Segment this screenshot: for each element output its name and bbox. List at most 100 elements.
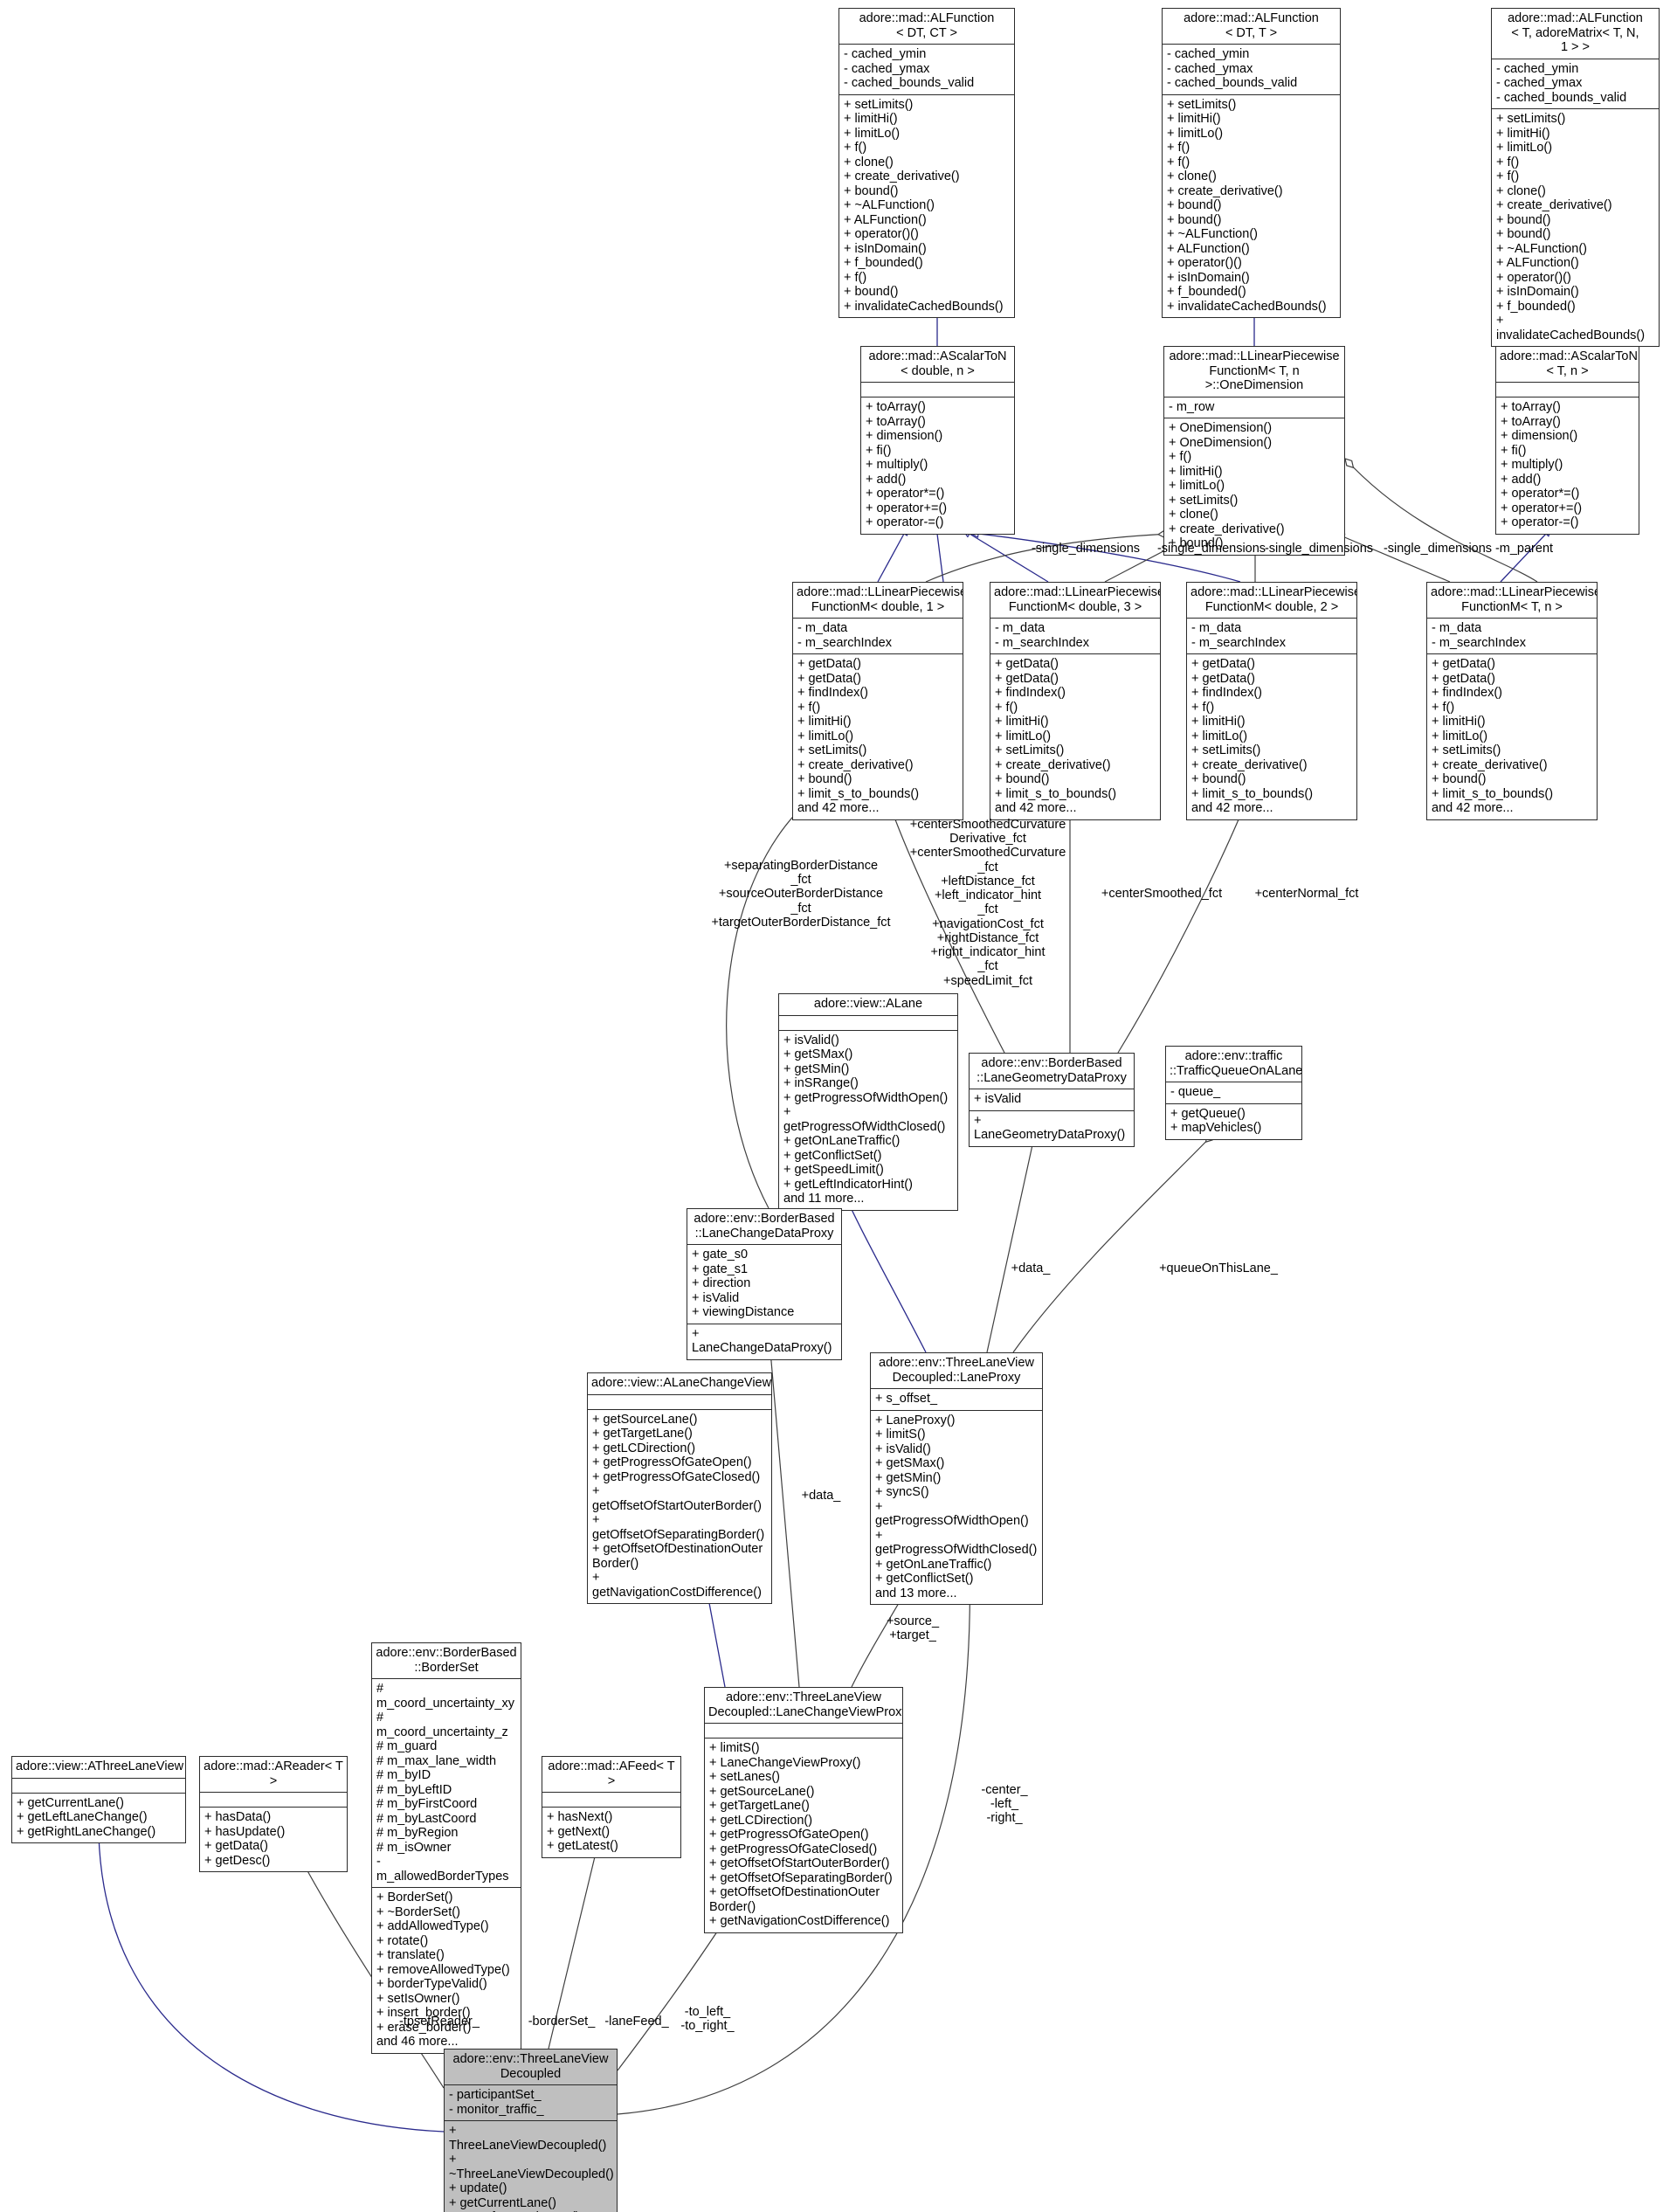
uml-operation: + limitLo() bbox=[1432, 729, 1488, 743]
uml-operation: + addAllowedType() bbox=[376, 1919, 489, 1934]
uml-operation: + getNavigationCostDifference() bbox=[709, 1914, 890, 1929]
uml-operation: + bound() bbox=[1496, 212, 1551, 227]
uml-class-onedimension[interactable]: adore::mad::LLinearPiecewise FunctionM< … bbox=[1163, 346, 1345, 556]
uml-operation: + getProgressOfWidthOpen() bbox=[875, 1499, 1029, 1529]
uml-operation: + findIndex() bbox=[995, 686, 1066, 701]
uml-operation: + ALFunction() bbox=[1496, 256, 1579, 271]
uml-operation: + limitHi() bbox=[1432, 715, 1486, 729]
uml-operation: + operator()() bbox=[844, 227, 919, 242]
uml-class-lanechangeviewproxy[interactable]: adore::env::ThreeLaneView Decoupled::Lan… bbox=[704, 1687, 903, 1933]
uml-operation: + getData() bbox=[995, 657, 1059, 672]
uml-operation: + hasNext() bbox=[547, 1810, 613, 1825]
uml-operation: + create_derivative() bbox=[1496, 198, 1612, 213]
uml-operation: + ~BorderSet() bbox=[376, 1904, 460, 1919]
uml-class-alfunction_dtct[interactable]: adore::mad::ALFunction < DT, CT >- cache… bbox=[838, 8, 1015, 319]
uml-operation: + ~ALFunction() bbox=[1496, 241, 1587, 256]
uml-operation: + setLimits() bbox=[1169, 493, 1239, 508]
uml-operation: + getConflictSet() bbox=[783, 1148, 882, 1163]
uml-operation: + operator+=() bbox=[1501, 501, 1583, 515]
uml-class-title: adore::mad::LLinearPiecewise FunctionM< … bbox=[1187, 583, 1356, 619]
uml-class-ascalarton_t[interactable]: adore::mad::AScalarToN < T, n >+ toArray… bbox=[1495, 346, 1639, 535]
uml-class-ascalarton_double[interactable]: adore::mad::AScalarToN < double, n >+ to… bbox=[860, 346, 1015, 535]
uml-attributes-compartment: # m_coord_uncertainty_xy# m_coord_uncert… bbox=[372, 1679, 521, 1889]
uml-attributes-compartment: - m_data- m_searchIndex bbox=[1427, 619, 1597, 655]
uml-operation: + findIndex() bbox=[1432, 686, 1503, 701]
edge-label-lbl_queueonthislane: +queueOnThisLane_ bbox=[1159, 1262, 1278, 1275]
edge-label-lbl_centersmoothed: +centerSmoothedCurvature Derivative_fct … bbox=[909, 818, 1066, 988]
uml-class-areader[interactable]: adore::mad::AReader< T >+ hasData()+ has… bbox=[199, 1756, 348, 1873]
uml-class-title: adore::env::traffic ::TrafficQueueOnALan… bbox=[1166, 1047, 1301, 1083]
uml-class-llpf_double1[interactable]: adore::mad::LLinearPiecewise FunctionM< … bbox=[792, 582, 963, 820]
uml-operation: + f() bbox=[1432, 700, 1455, 715]
uml-operation: + bound() bbox=[844, 183, 899, 198]
uml-class-threelaneviewdecoupled[interactable]: adore::env::ThreeLaneView Decoupled- par… bbox=[444, 2049, 618, 2212]
uml-class-llpf_double3[interactable]: adore::mad::LLinearPiecewise FunctionM< … bbox=[990, 582, 1161, 820]
uml-class-lanegeometrydataproxy[interactable]: adore::env::BorderBased ::LaneGeometryDa… bbox=[969, 1053, 1135, 1147]
uml-class-alanechangeview[interactable]: adore::view::ALaneChangeView+ getSourceL… bbox=[587, 1372, 772, 1605]
uml-class-laneproxy[interactable]: adore::env::ThreeLaneView Decoupled::Lan… bbox=[870, 1352, 1043, 1606]
uml-operation: and 42 more... bbox=[995, 801, 1077, 816]
uml-operation: + getData() bbox=[797, 671, 861, 686]
uml-operation: + f() bbox=[797, 700, 821, 715]
uml-operation: + getData() bbox=[1432, 657, 1495, 672]
uml-operation: + getOffsetOfSeparatingBorder() bbox=[709, 1870, 893, 1885]
uml-operations-compartment: + getData()+ getData()+ findIndex()+ f()… bbox=[793, 654, 963, 819]
edge-label-lbl_centersmoothed_fct: +centerSmoothed_fct bbox=[1101, 887, 1223, 901]
uml-operation: + fi() bbox=[866, 443, 892, 458]
uml-operation: + erase_border() bbox=[376, 2020, 472, 2035]
uml-class-alfunction_matrix[interactable]: adore::mad::ALFunction < T, adoreMatrix<… bbox=[1491, 8, 1660, 348]
uml-operation: + f() bbox=[1496, 169, 1520, 184]
uml-class-llpf_double2[interactable]: adore::mad::LLinearPiecewise FunctionM< … bbox=[1186, 582, 1357, 820]
uml-operation: + limit_s_to_bounds() bbox=[1432, 786, 1554, 801]
uml-operation: + f() bbox=[844, 141, 867, 156]
uml-operation: + getOnLaneTraffic() bbox=[875, 1557, 992, 1572]
uml-class-afeed[interactable]: adore::mad::AFeed< T >+ hasNext()+ getNe… bbox=[542, 1756, 681, 1858]
uml-operation: + create_derivative() bbox=[1169, 522, 1285, 536]
uml-operation: + limitHi() bbox=[797, 715, 852, 729]
uml-operation: and 11 more... bbox=[783, 1192, 865, 1206]
uml-operations-compartment: + getQueue()+ mapVehicles() bbox=[1166, 1104, 1301, 1139]
uml-operations-compartment: + getSourceLane()+ getTargetLane()+ getL… bbox=[588, 1410, 771, 1604]
uml-class-athreelaneview[interactable]: adore::view::AThreeLaneView+ getCurrentL… bbox=[11, 1756, 186, 1844]
uml-attributes-compartment: - queue_ bbox=[1166, 1082, 1301, 1104]
uml-class-borderset[interactable]: adore::env::BorderBased ::BorderSet# m_c… bbox=[371, 1642, 521, 2054]
uml-operation: + bound() bbox=[1496, 227, 1551, 242]
uml-operation: + toArray() bbox=[1501, 400, 1561, 415]
uml-operation: + create_derivative() bbox=[1167, 183, 1283, 198]
edge-label-lbl_centerleftright: -center_ -left_ -right_ bbox=[981, 1783, 1028, 1826]
uml-operations-compartment: + getData()+ getData()+ findIndex()+ f()… bbox=[1427, 654, 1597, 819]
uml-operation: + getLeftLaneChange() bbox=[449, 2210, 612, 2212]
uml-class-llpf_tn[interactable]: adore::mad::LLinearPiecewise FunctionM< … bbox=[1426, 582, 1598, 820]
uml-attribute: - m_searchIndex bbox=[995, 635, 1089, 650]
edge-label-lbl_sd2: -single_dimensions bbox=[1156, 542, 1266, 556]
uml-operation: + f() bbox=[1496, 155, 1520, 169]
uml-operation: + isInDomain() bbox=[844, 241, 927, 256]
uml-class-trafficqueueonalane[interactable]: adore::env::traffic ::TrafficQueueOnALan… bbox=[1165, 1046, 1302, 1140]
uml-operations-compartment: + LaneProxy()+ limitS()+ isValid()+ getS… bbox=[871, 1411, 1042, 1605]
uml-operation: + getOffsetOfDestinationOuter Border() bbox=[709, 1885, 880, 1914]
uml-class-alfunction_dtt[interactable]: adore::mad::ALFunction < DT, T >- cached… bbox=[1162, 8, 1341, 319]
uml-operation: + hasUpdate() bbox=[204, 1824, 286, 1839]
uml-operations-compartment: + LaneChangeDataProxy() bbox=[687, 1324, 841, 1359]
uml-operation: + BorderSet() bbox=[376, 1891, 453, 1905]
uml-operation: + ALFunction() bbox=[844, 212, 927, 227]
uml-operation: + getProgressOfWidthClosed() bbox=[783, 1105, 946, 1134]
uml-attributes-compartment bbox=[861, 383, 1014, 398]
uml-class-lanechangedataproxy[interactable]: adore::env::BorderBased ::LaneChangeData… bbox=[687, 1208, 842, 1360]
uml-class-alane[interactable]: adore::view::ALane+ isValid()+ getSMax()… bbox=[778, 993, 958, 1211]
uml-operation: + findIndex() bbox=[797, 686, 869, 701]
uml-operation: + setLimits() bbox=[995, 743, 1065, 758]
uml-operations-compartment: + toArray()+ toArray()+ dimension()+ fi(… bbox=[861, 397, 1014, 534]
uml-operation: + limitLo() bbox=[995, 729, 1052, 743]
uml-attribute: # m_byRegion bbox=[376, 1826, 459, 1841]
uml-operations-compartment: + setLimits()+ limitHi()+ limitLo()+ f()… bbox=[1163, 95, 1340, 318]
uml-operation: + bound() bbox=[1167, 198, 1222, 213]
uml-attribute: # m_isOwner bbox=[376, 1840, 452, 1855]
uml-operation: + LaneGeometryDataProxy() bbox=[974, 1113, 1126, 1143]
uml-operation: + getTargetLane() bbox=[709, 1799, 810, 1814]
uml-operation: + bound() bbox=[1169, 536, 1224, 551]
uml-operation: + limitS() bbox=[875, 1427, 926, 1442]
uml-operation: + isInDomain() bbox=[1167, 270, 1250, 285]
uml-attribute: + gate_s0 bbox=[692, 1248, 749, 1262]
uml-operation: + getData() bbox=[1432, 671, 1495, 686]
